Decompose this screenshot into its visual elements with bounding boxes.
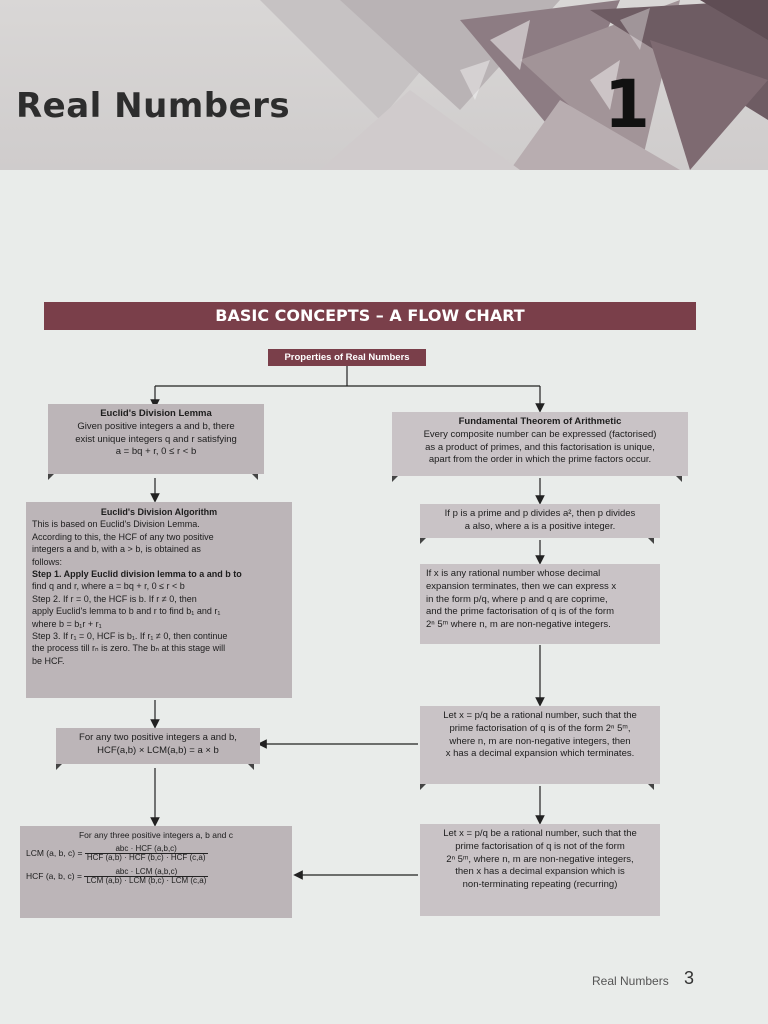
lcm-numerator: abc · HCF (a,b,c)	[84, 845, 208, 855]
algorithm-line: Step 3. If r₁ = 0, HCF is b₁. If r₁ ≠ 0,…	[32, 631, 228, 642]
nonterm-line5: non-terminating repeating (recurring)	[462, 879, 618, 891]
lcm-label: LCM (a, b, c) =	[26, 848, 83, 859]
lcm-fraction: abc · HCF (a,b,c) HCF (a,b) · HCF (b,c) …	[84, 845, 208, 863]
chapter-number: 1	[604, 66, 650, 143]
fta-line2: as a product of primes, and this factori…	[425, 441, 655, 453]
rational-line4: and the prime factorisation of q is of t…	[426, 606, 614, 618]
hcf-lcm-three-box: For any three positive integers a, b and…	[20, 826, 292, 918]
lcm-formula: LCM (a, b, c) = abc · HCF (a,b,c) HCF (a…	[26, 845, 286, 862]
euclid-algorithm-box: Euclid's Division Algorithm This is base…	[26, 502, 292, 698]
algorithm-line: According to this, the HCF of any two po…	[32, 531, 214, 542]
hcf-fraction: abc · LCM (a,b,c) LCM (a,b) · LCM (b,c) …	[84, 868, 209, 886]
section-header-text: BASIC CONCEPTS – A FLOW CHART	[215, 306, 525, 325]
page-number: 3	[684, 968, 695, 988]
non-terminating-box: Let x = p/q be a rational number, such t…	[420, 824, 660, 916]
rational-line5: 2ⁿ 5ᵐ where n, m are non-negative intege…	[426, 619, 611, 631]
fta-title: Fundamental Theorem of Arithmetic	[458, 416, 622, 427]
chapter-banner: Real Numbers 1	[0, 0, 768, 170]
term-line4: x has a decimal expansion which terminat…	[445, 748, 635, 760]
two-line2: HCF(a,b) × LCM(a,b) = a × b	[97, 744, 219, 756]
box-corner-mark	[676, 476, 682, 482]
nonterm-line2: prime factorisation of q is not of the f…	[455, 840, 625, 852]
root-node: Properties of Real Numbers	[268, 349, 426, 366]
algorithm-line: Step 2. If r = 0, the HCF is b. If r ≠ 0…	[32, 593, 197, 604]
box-corner-mark	[392, 476, 398, 482]
algorithm-line: follows:	[32, 556, 63, 567]
hcf-label: HCF (a, b, c) =	[26, 871, 82, 882]
box-corner-mark	[420, 784, 426, 790]
nonterm-line4: then x has a decimal expansion which is	[455, 866, 625, 878]
nonterm-line1: Let x = p/q be a rational number, such t…	[443, 828, 637, 839]
banner-geometric-art	[260, 0, 768, 170]
algorithm-line: integers a and b, with a > b, is obtaine…	[32, 544, 201, 555]
algorithm-line: where b = b₁r + r₁	[32, 618, 102, 629]
fta-line1: Every composite number can be expressed …	[423, 428, 657, 440]
box-corner-mark	[252, 474, 258, 480]
section-header: BASIC CONCEPTS – A FLOW CHART	[44, 302, 696, 330]
hcf-numerator: abc · LCM (a,b,c)	[84, 868, 209, 878]
hcf-denominator: LCM (a,b) · LCM (b,c) · LCM (c,a)	[86, 876, 207, 886]
term-line1: Let x = p/q be a rational number, such t…	[443, 710, 637, 721]
prime-line2: a also, where a is a positive integer.	[464, 520, 616, 532]
fta-line3: apart from the order in which the prime …	[428, 454, 652, 466]
three-line1: For any three positive integers a, b and…	[78, 830, 234, 840]
footer-label: Real Numbers	[592, 974, 669, 988]
lemma-line3: a = bq + r, 0 ≤ r < b	[115, 446, 197, 458]
box-corner-mark	[648, 538, 654, 544]
fta-box: Fundamental Theorem of Arithmetic Every …	[392, 412, 688, 476]
prime-line1: If p is a prime and p divides a², then p…	[444, 508, 636, 519]
box-corner-mark	[56, 764, 62, 770]
lemma-line2: exist unique integers q and r satisfying	[75, 433, 237, 445]
hcf-lcm-two-box: For any two positive integers a and b, H…	[56, 728, 260, 764]
box-corner-mark	[420, 538, 426, 544]
algorithm-line: the process till rₙ is zero. The bₙ at t…	[32, 643, 226, 654]
terminating-converse-box: If x is any rational number whose decima…	[420, 564, 660, 644]
prime-divides-box: If p is a prime and p divides a², then p…	[420, 504, 660, 538]
algorithm-line: be HCF.	[32, 655, 65, 666]
terminating-box: Let x = p/q be a rational number, such t…	[420, 706, 660, 784]
algorithm-line: find q and r, where a = bq + r, 0 ≤ r < …	[32, 581, 185, 592]
rational-line3: in the form p/q, where p and q are copri…	[426, 593, 608, 605]
algorithm-line: apply Euclid's lemma to b and r to find …	[32, 606, 221, 617]
hcf-formula: HCF (a, b, c) = abc · LCM (a,b,c) LCM (a…	[26, 868, 286, 885]
lcm-denominator: HCF (a,b) · HCF (b,c) · HCF (c,a)	[86, 853, 206, 863]
lemma-line1: Given positive integers a and b, there	[77, 420, 235, 432]
lemma-title: Euclid's Division Lemma	[100, 408, 212, 419]
box-corner-mark	[248, 764, 254, 770]
term-line2: prime factorisation of q is of the form …	[449, 722, 631, 734]
algorithm-line: Step 1. Apply Euclid division lemma to a…	[32, 569, 242, 580]
nonterm-line3: 2ⁿ 5ᵐ, where n, m are non-negative integ…	[446, 853, 634, 865]
term-line3: where n, m are non-negative integers, th…	[449, 735, 631, 747]
chapter-title: Real Numbers	[16, 86, 291, 126]
algorithm-title: Euclid's Division Algorithm	[100, 507, 218, 517]
algorithm-line: This is based on Euclid's Division Lemma…	[32, 519, 200, 530]
box-corner-mark	[48, 474, 54, 480]
euclid-lemma-box: Euclid's Division Lemma Given positive i…	[48, 404, 264, 474]
box-corner-mark	[648, 784, 654, 790]
rational-line2: expansion terminates, then we can expres…	[426, 580, 617, 592]
rational-line1: If x is any rational number whose decima…	[426, 568, 601, 579]
two-line1: For any two positive integers a and b,	[79, 732, 237, 743]
